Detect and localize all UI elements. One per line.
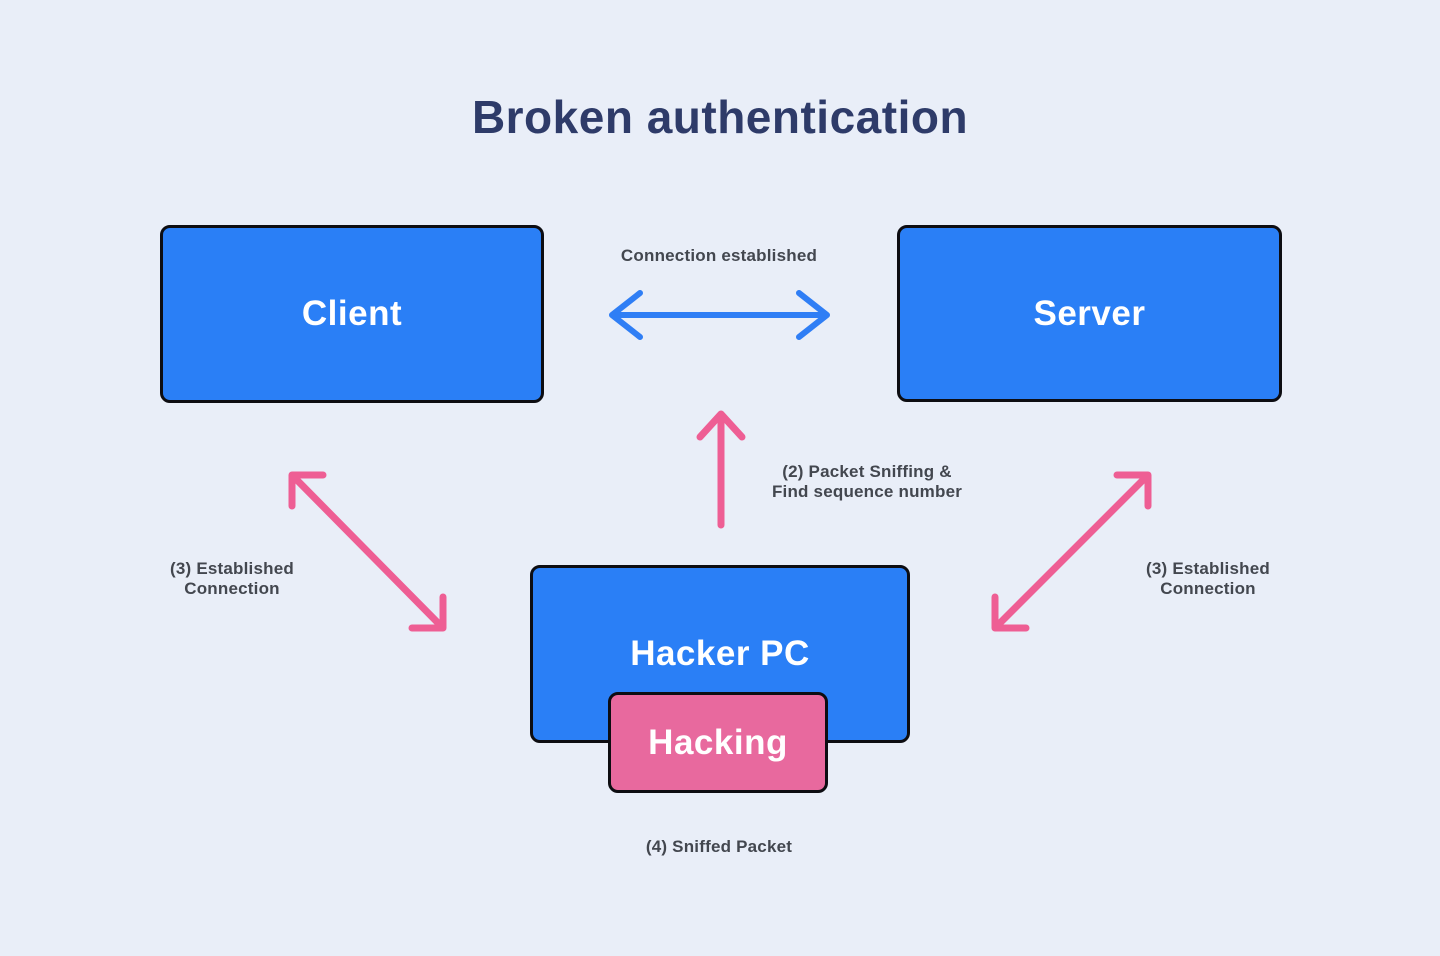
established-right-line2: Connection xyxy=(1160,579,1256,598)
hacking-node: Hacking xyxy=(608,692,828,793)
established-left-line1: (3) Established xyxy=(170,559,294,578)
sniffed-packet-label: (4) Sniffed Packet xyxy=(569,837,869,857)
hacker-pc-node-label: Hacker PC xyxy=(630,634,810,673)
packet-sniffing-label: (2) Packet Sniffing & Find sequence numb… xyxy=(717,462,1017,502)
client-server-arrow xyxy=(609,290,830,340)
connection-established-label: Connection established xyxy=(559,246,879,266)
packet-sniffing-line2: Find sequence number xyxy=(771,482,963,501)
server-hacker-arrow xyxy=(991,471,1152,632)
established-connection-left-label: (3) Established Connection xyxy=(82,559,382,599)
server-node-label: Server xyxy=(1033,293,1146,333)
hacking-node-label: Hacking xyxy=(648,722,788,762)
client-node-label: Client xyxy=(301,294,403,333)
client-node: Client xyxy=(160,225,544,403)
diagram-title: Broken authentication xyxy=(471,91,969,143)
client-hacker-arrow xyxy=(288,471,447,632)
established-left-line2: Connection xyxy=(184,579,280,598)
connection-established-text: Connection established xyxy=(620,246,818,265)
established-right-line1: (3) Established xyxy=(1146,559,1270,578)
sniffed-packet-text: (4) Sniffed Packet xyxy=(645,837,793,856)
established-connection-right-label: (3) Established Connection xyxy=(1058,559,1358,599)
server-node: Server xyxy=(897,225,1282,402)
packet-sniffing-line1: (2) Packet Sniffing & xyxy=(782,462,952,481)
